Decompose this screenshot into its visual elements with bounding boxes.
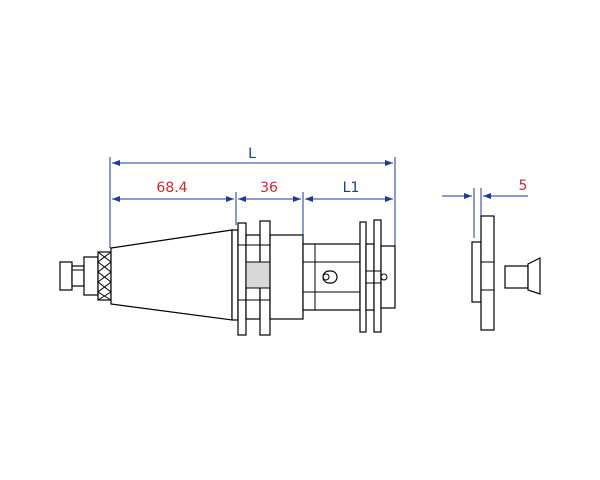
cutter-plate-right <box>373 219 382 333</box>
dimension-label-plate: 5 <box>519 178 528 194</box>
plate-disc <box>480 215 495 331</box>
dimension-label-taper: 68.4 <box>156 180 187 196</box>
body-section <box>302 243 361 311</box>
body-screw-dot <box>322 273 330 281</box>
flange-collar <box>269 234 304 320</box>
plate-detail <box>471 215 495 331</box>
cutter-assembly <box>359 219 396 333</box>
flange-disc-left <box>237 222 247 336</box>
arbor-dot <box>380 273 388 281</box>
dimension-annotations: L 68.4 36 L1 5 <box>109 146 528 248</box>
arbor-end <box>380 245 396 309</box>
pull-stud <box>59 251 112 301</box>
cutter-plate-left <box>359 221 367 333</box>
dimension-label-overall: L <box>248 146 256 162</box>
dimension-label-flange: 36 <box>260 180 278 196</box>
flange-back-ring <box>231 229 239 321</box>
dimension-label-body: L1 <box>343 180 360 196</box>
pull-stud-neck <box>71 265 85 287</box>
taper-cone <box>110 229 233 321</box>
body-screw-hole <box>322 270 338 284</box>
pull-stud-collar <box>83 256 99 296</box>
screw-shank <box>504 265 529 289</box>
tool-holder <box>59 219 396 336</box>
plate-hub <box>471 241 482 303</box>
countersunk-screw <box>504 257 541 295</box>
flange <box>231 220 304 336</box>
pull-stud-head <box>59 261 73 291</box>
flange-key-slot <box>246 262 270 288</box>
cutter-spacer <box>365 243 375 311</box>
screw-head <box>527 257 541 295</box>
knurl-pattern <box>97 251 112 301</box>
